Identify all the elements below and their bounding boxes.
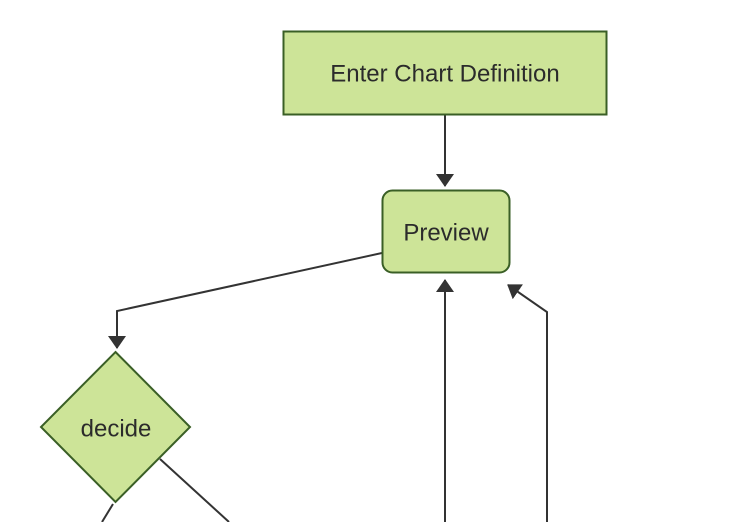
edge-decide-to-offscreen-right (159, 458, 230, 522)
node-preview-label: Preview (403, 220, 489, 247)
node-preview-shape (381, 189, 511, 274)
node-enter-chart-definition: Enter Chart Definition (282, 30, 608, 116)
edge-preview-to-decide (108, 252, 383, 349)
node-enter-chart-definition-label: Enter Chart Definition (330, 61, 559, 88)
node-enter-chart-definition-shape (282, 30, 608, 116)
node-decide-label: decide (81, 416, 152, 443)
node-decide-shape (39, 350, 192, 504)
edge-offscreen-to-preview-corner (507, 284, 548, 522)
node-preview: Preview (381, 189, 511, 274)
edge-decide-to-offscreen-left (101, 503, 114, 522)
node-decide: decide (39, 350, 192, 504)
